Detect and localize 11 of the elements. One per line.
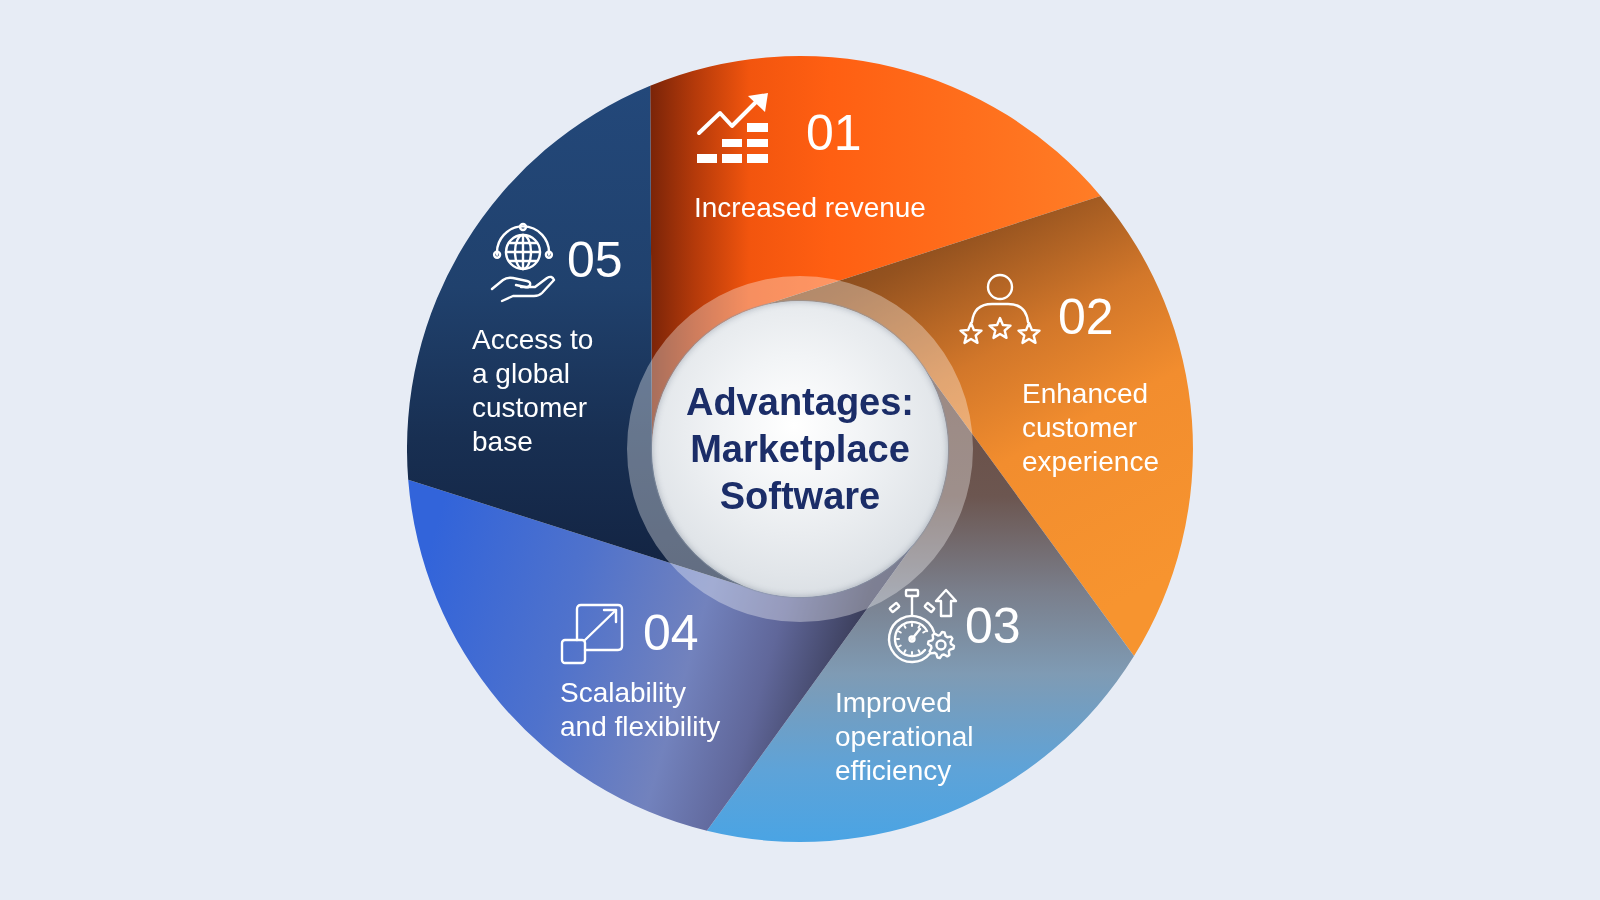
step-number: 02 <box>1058 292 1114 342</box>
step-number: 01 <box>806 108 862 158</box>
step-number: 03 <box>965 601 1021 651</box>
center-title: Advantages: Marketplace Software <box>684 379 916 519</box>
segment-label: Enhanced customer experience <box>1022 377 1160 479</box>
step-number: 04 <box>643 608 699 658</box>
segment-label: Increased revenue <box>694 191 926 225</box>
step-number: 05 <box>567 235 623 285</box>
segment-label: Improved operational efficiency <box>835 686 975 788</box>
segment-label: Access to a global customer base <box>472 323 595 459</box>
segment-label: Scalability and flexibility <box>560 676 722 744</box>
